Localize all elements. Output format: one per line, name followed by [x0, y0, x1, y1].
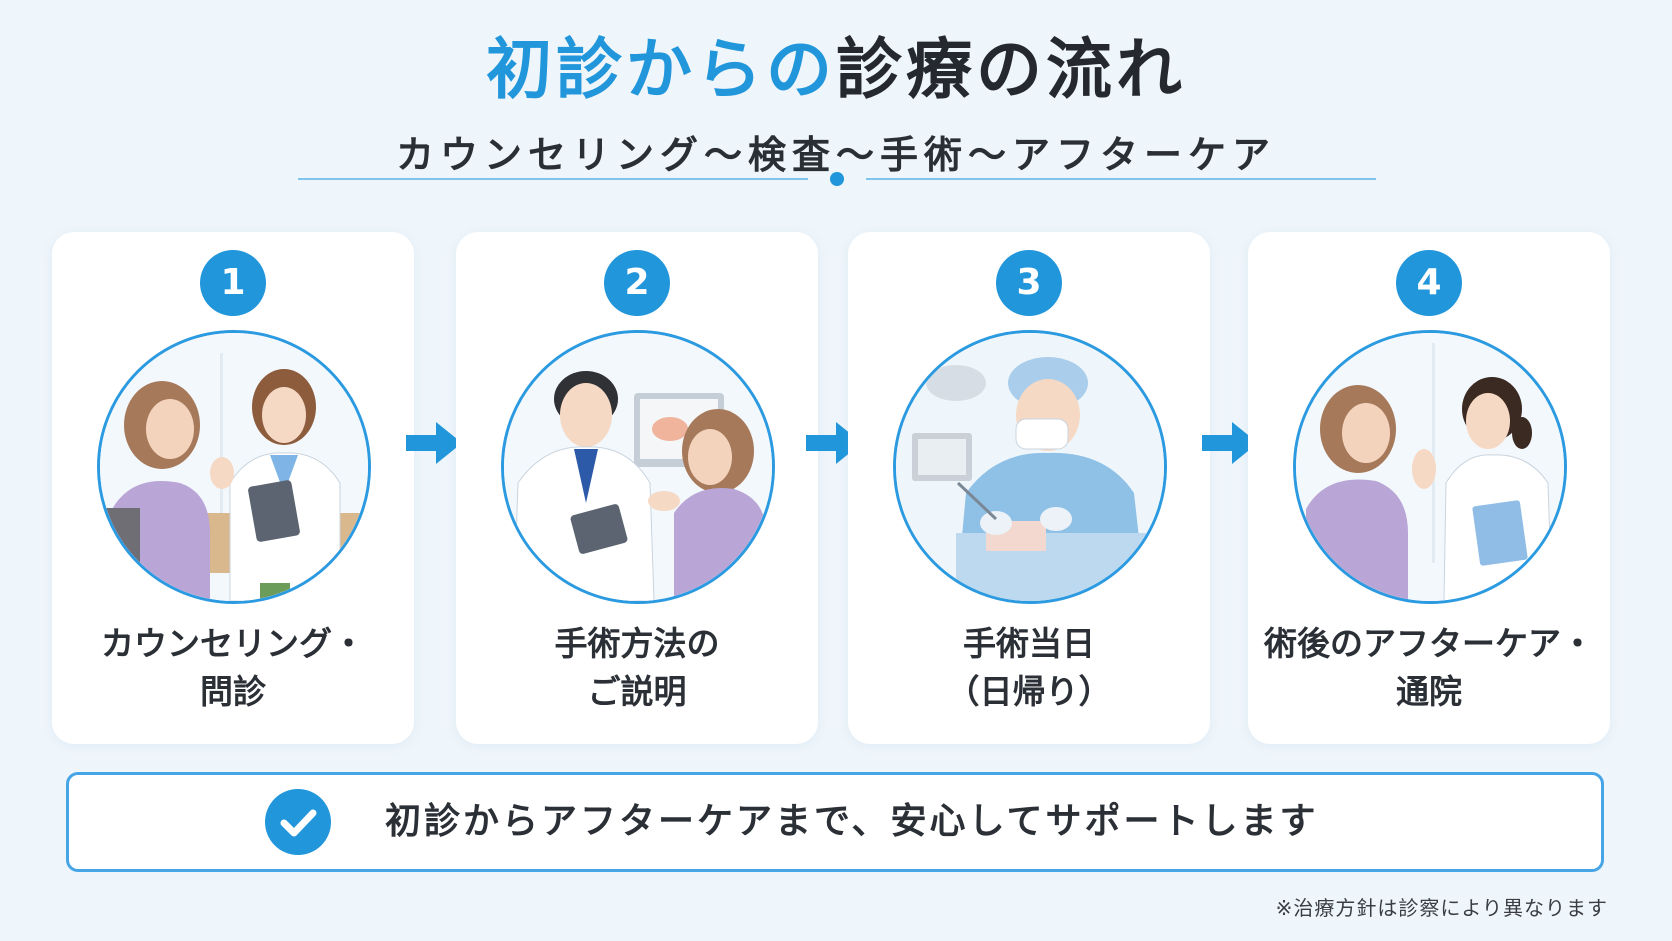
check-circle-icon [265, 789, 331, 855]
page-title: 初診からの診療の流れ [0, 30, 1672, 110]
step-label: カウンセリング・ 問診 [52, 620, 414, 716]
step-card-4: 4 術後のアフターケア・ 通院 [1248, 232, 1610, 744]
step-label: 手術方法の ご説明 [456, 620, 818, 716]
doctor-explanation-illustration [501, 330, 775, 604]
step-number-badge: 4 [1396, 250, 1462, 316]
footnote: ※治療方針は診察により異なります [1275, 896, 1608, 920]
step-label: 手術当日 （日帰り） [848, 620, 1210, 716]
step-card-2: 2 手術方法の ご説明 [456, 232, 818, 744]
banner-text: 初診からアフターケアまで、安心してサポートします [385, 801, 1319, 842]
step-number-badge: 2 [604, 250, 670, 316]
step-label-line2: ご説明 [587, 672, 687, 711]
counseling-illustration [97, 330, 371, 604]
step-label-line1: 手術方法の [554, 624, 720, 663]
title-rest: 診療の流れ [836, 31, 1186, 108]
step-label-line1: カウンセリング・ [101, 624, 365, 663]
step-label: 術後のアフターケア・ 通院 [1248, 620, 1610, 716]
step-card-3: 3 手術当日 （日帰り） [848, 232, 1210, 744]
step-label-line1: 手術当日 [963, 624, 1095, 663]
step-label-line1: 術後のアフターケア・ [1264, 624, 1594, 663]
arrow-right-icon [1202, 422, 1258, 464]
page-subtitle: カウンセリング〜検査〜手術〜アフターケア [395, 133, 1276, 177]
step-label-line2: 問診 [200, 672, 266, 711]
title-highlight: 初診からの [486, 31, 836, 108]
step-card-1: 1 カウンセリング・ 問診 [52, 232, 414, 744]
title-divider [298, 172, 1376, 186]
arrow-right-icon [406, 422, 462, 464]
aftercare-illustration [1293, 330, 1567, 604]
step-number-badge: 3 [996, 250, 1062, 316]
header: 初診からの診療の流れ カウンセリング〜検査〜手術〜アフターケア [0, 30, 1672, 179]
step-number-badge: 1 [200, 250, 266, 316]
surgeon-illustration [893, 330, 1167, 604]
step-label-line2: 通院 [1396, 672, 1462, 711]
step-label-line2: （日帰り） [946, 672, 1112, 711]
support-banner: 初診からアフターケアまで、安心してサポートします [66, 772, 1604, 872]
